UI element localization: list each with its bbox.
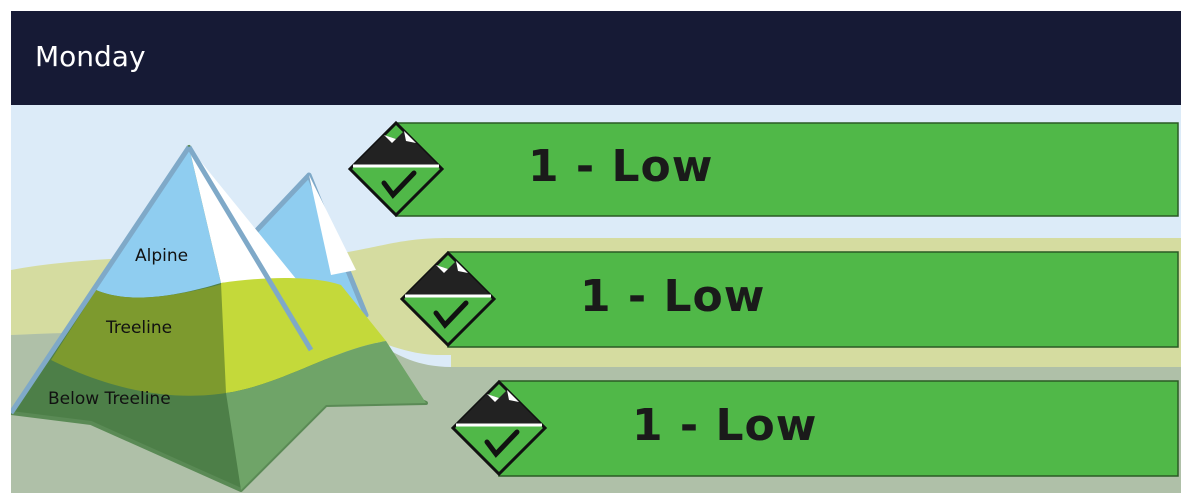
rating-treeline: 1 - Low [580,271,766,322]
zone-label-treeline: Treeline [106,318,173,338]
terrain-illustration [11,105,1181,493]
mountain-check-icon [450,379,548,477]
zone-label-alpine: Alpine [135,246,189,266]
mountain-check-icon [399,250,497,348]
forecast-day-header: Monday [11,11,1181,105]
rating-below-treeline: 1 - Low [632,400,818,451]
zone-label-below-treeline: Below Treeline [48,389,171,409]
day-title: Monday [35,40,146,73]
danger-rating-graphic: Alpine Treeline Below Treeline 1 - Low 1… [11,105,1181,493]
mountain-check-icon [347,120,445,218]
rating-alpine: 1 - Low [528,141,714,192]
